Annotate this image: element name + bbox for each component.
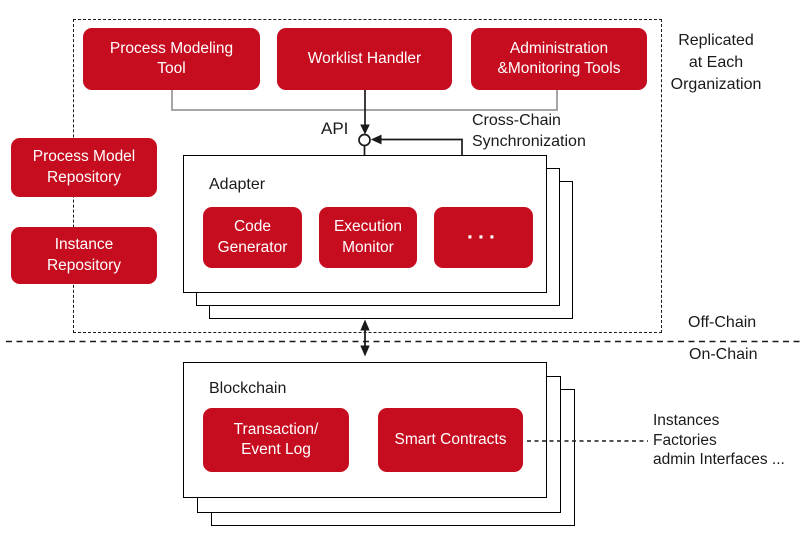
- blockchain-title: Blockchain: [209, 380, 287, 397]
- administration-monitoring-tools-box: Administration &Monitoring Tools: [471, 28, 647, 90]
- on-chain-label: On-Chain: [689, 346, 758, 363]
- code-generator-box: Code Generator: [203, 207, 302, 268]
- api-label: API: [321, 119, 349, 138]
- adapter-title: Adapter: [209, 176, 266, 193]
- ellipsis-box: ···: [434, 207, 533, 268]
- process-modeling-tool-box: Process Modeling Tool: [83, 28, 260, 90]
- replicated-note: Replicated at Each Organization: [670, 32, 762, 93]
- instance-repository-box: Instance Repository: [11, 227, 157, 284]
- smart-contracts-box: Smart Contracts: [378, 408, 523, 472]
- transaction-event-log-box: Transaction/ Event Log: [203, 408, 349, 472]
- worklist-handler-box: Worklist Handler: [277, 28, 452, 90]
- execution-monitor-box: Execution Monitor: [319, 207, 417, 268]
- off-chain-label: Off-Chain: [688, 314, 757, 331]
- instances-note: Instances Factories admin Interfaces ...: [653, 412, 785, 468]
- process-model-repository-box: Process Model Repository: [11, 138, 157, 197]
- cross-chain-sync-label: Cross-Chain Synchronization: [472, 112, 586, 150]
- chain-double-arrowhead-down: [360, 345, 370, 357]
